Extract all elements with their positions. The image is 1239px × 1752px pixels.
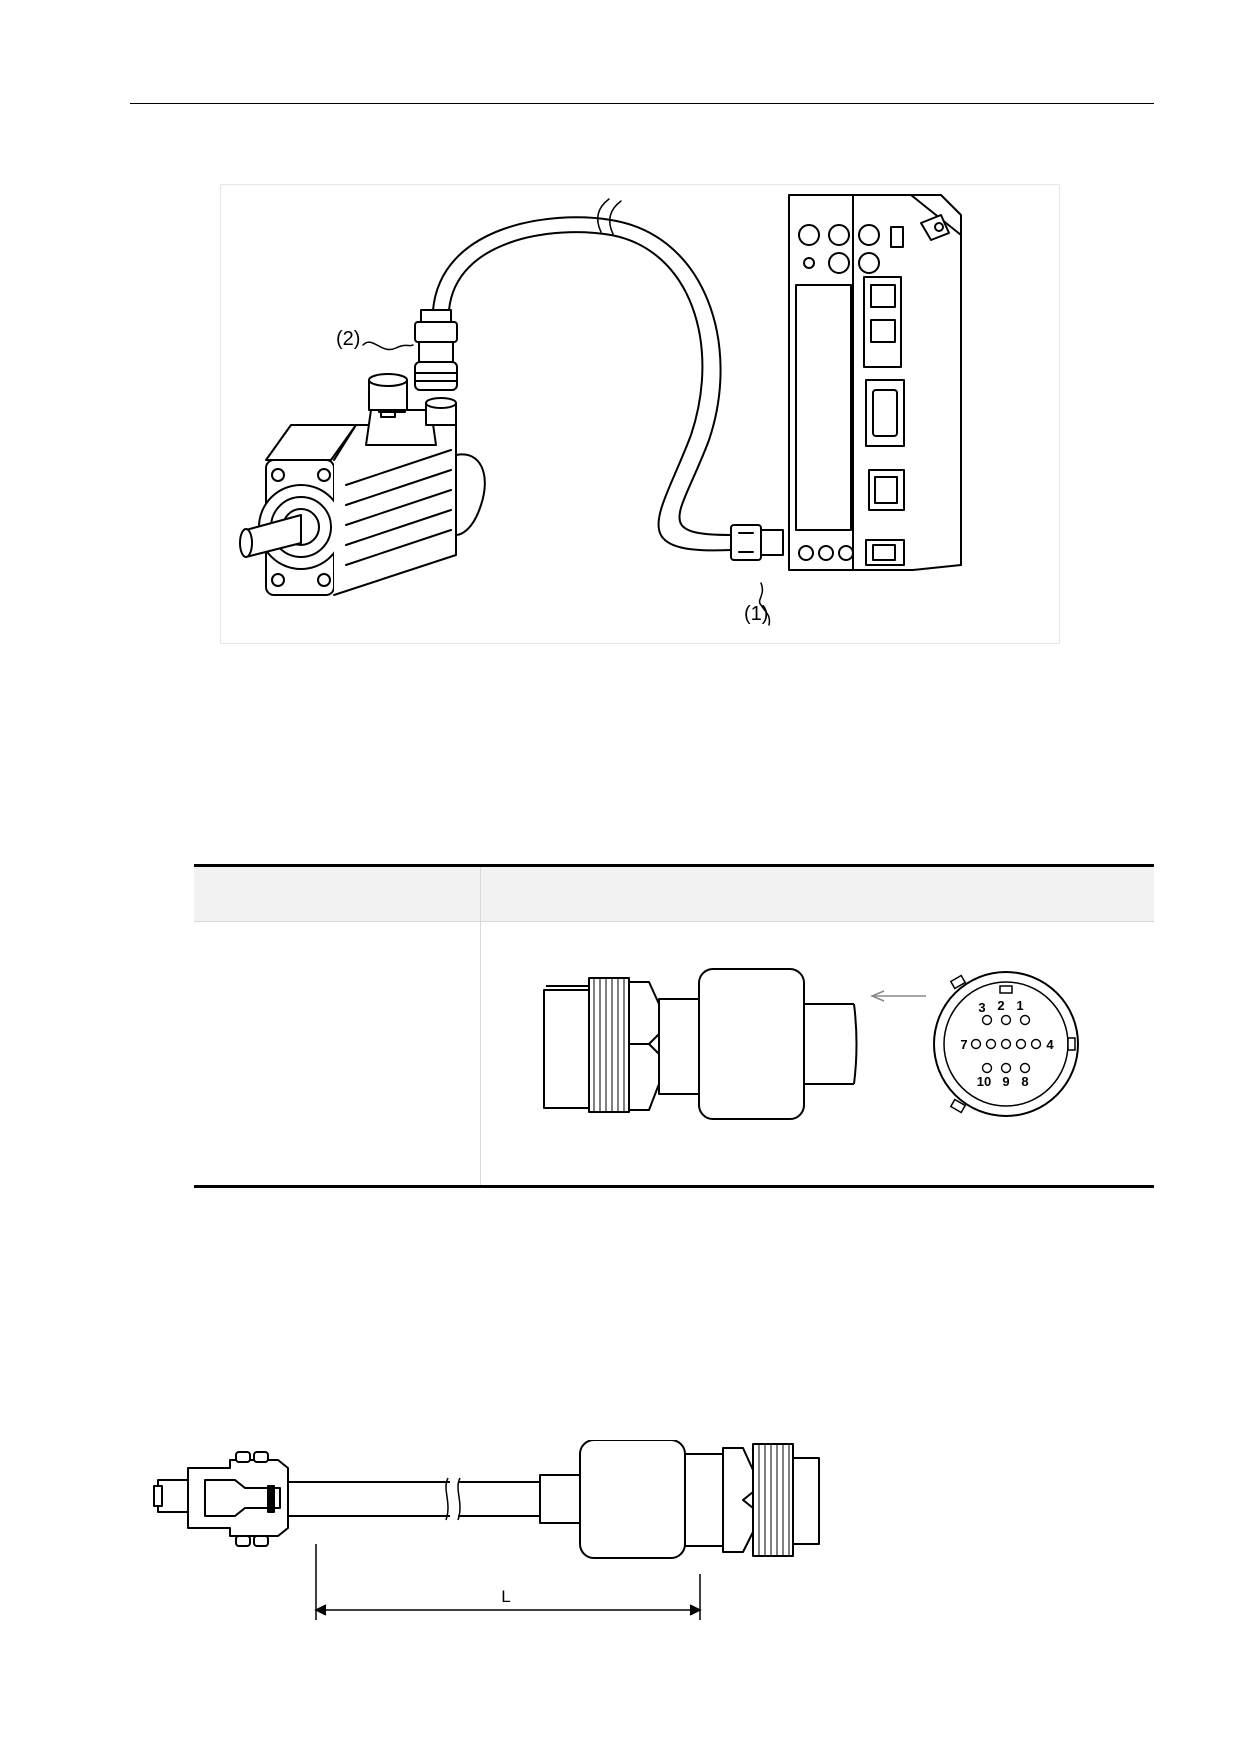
pin-label: 3 — [978, 1000, 985, 1015]
table-bottom-rule — [194, 1185, 1154, 1188]
pin-label: 1 — [1016, 998, 1023, 1013]
table-column-divider — [480, 867, 481, 1185]
pin-label: 4 — [1046, 1037, 1054, 1052]
wiring-figure: (2) (1) — [220, 184, 1060, 644]
table-header-row — [194, 867, 1154, 921]
callout-2: (2) — [336, 328, 361, 350]
wiring-illustration — [239, 194, 962, 626]
pin-label: 8 — [1021, 1074, 1028, 1089]
header-rule — [130, 103, 1154, 104]
connector-pin-face: 3 2 1 7 4 10 9 8 — [933, 971, 1079, 1117]
table-top-rule — [194, 864, 1154, 867]
motor-side-connector — [414, 309, 458, 391]
connector-side-view: 3 2 1 7 4 10 9 8 — [543, 968, 1079, 1120]
table-header-rule — [194, 921, 1154, 922]
pin-label: 9 — [1002, 1074, 1009, 1089]
connector-table: 3 2 1 7 4 10 9 8 — [194, 864, 1154, 1190]
servo-motor — [239, 373, 486, 596]
servo-drive — [788, 194, 962, 571]
callout-1: (1) — [744, 603, 769, 625]
drive-side-connector — [730, 524, 784, 561]
pin-label: 7 — [960, 1037, 967, 1052]
pin-label: 10 — [977, 1074, 991, 1089]
cable-length-drawing: L — [153, 1440, 820, 1620]
pin-label: 2 — [997, 998, 1004, 1013]
encoder-cable — [448, 231, 732, 552]
length-label: L — [501, 1587, 510, 1606]
